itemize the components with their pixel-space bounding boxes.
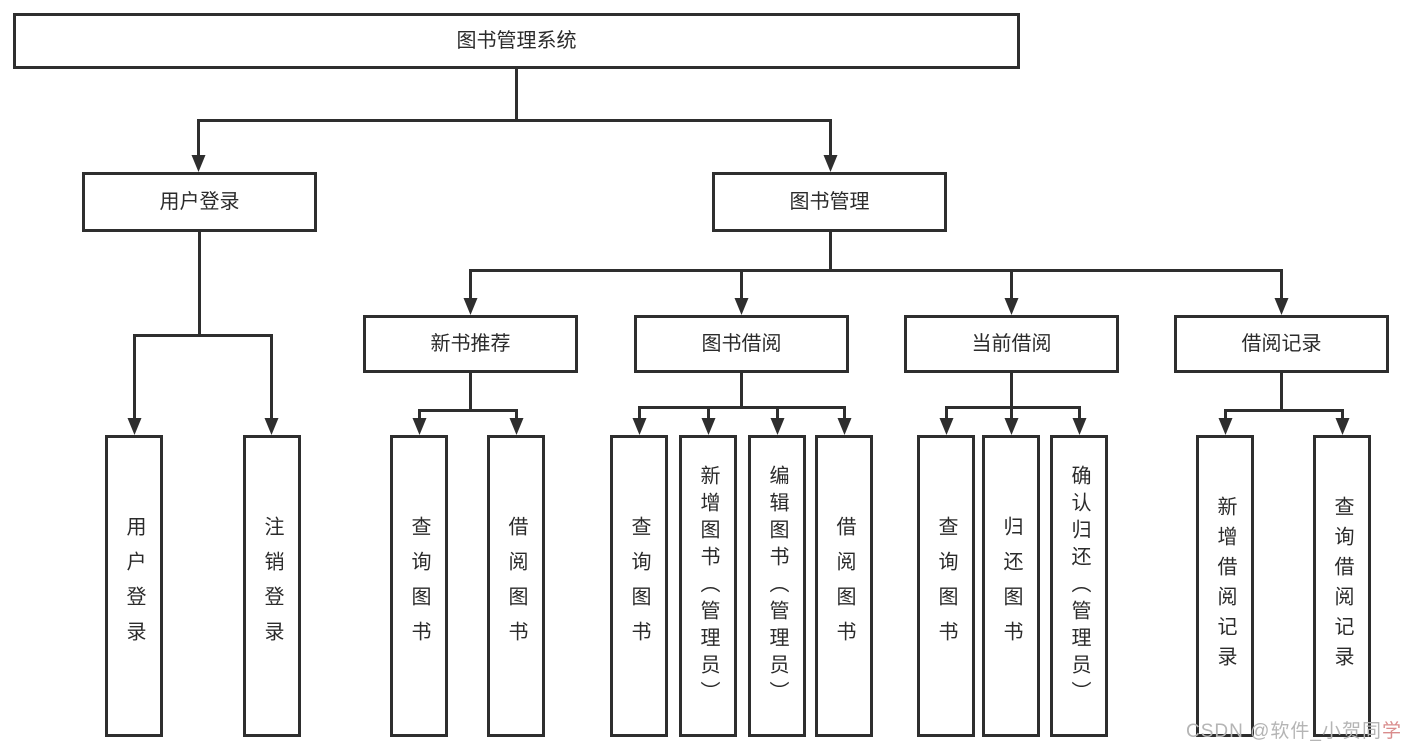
node-leaf-user-login: 用户登录 (105, 435, 163, 737)
node-leaf-edit-books-admin: 编辑图书（管理员） (748, 435, 806, 737)
node-leaf-add-borrow-record: 新增借阅记录 (1196, 435, 1254, 737)
node-book-borrowing: 图书借阅 (634, 315, 849, 373)
csdn-watermark-pink: 学 (1381, 721, 1402, 742)
node-leaf-borrow-books-1: 借阅图书 (487, 435, 545, 737)
node-leaf-return-books: 归还图书 (982, 435, 1040, 737)
node-leaf-query-books-3: 查询图书 (917, 435, 975, 737)
node-leaf-query-books-2: 查询图书 (610, 435, 668, 737)
node-leaf-add-books-admin: 新增图书（管理员） (679, 435, 737, 737)
node-user-login: 用户登录 (82, 172, 317, 232)
node-book-management: 图书管理 (712, 172, 947, 232)
node-leaf-logout: 注销登录 (243, 435, 301, 737)
node-current-borrowing: 当前借阅 (904, 315, 1119, 373)
node-leaf-query-borrow-record: 查询借阅记录 (1313, 435, 1371, 737)
node-leaf-confirm-return-admin: 确认归还（管理员） (1050, 435, 1108, 737)
node-new-book-recommend: 新书推荐 (363, 315, 578, 373)
node-borrowing-records: 借阅记录 (1174, 315, 1389, 373)
csdn-watermark-gray: CSDN @软件_小贺同 (1186, 721, 1382, 742)
node-root-library-system: 图书管理系统 (13, 13, 1020, 69)
node-leaf-query-books-1: 查询图书 (390, 435, 448, 737)
csdn-watermark: CSDN @软件_小贺同学 (1186, 716, 1402, 743)
node-leaf-borrow-books-2: 借阅图书 (815, 435, 873, 737)
